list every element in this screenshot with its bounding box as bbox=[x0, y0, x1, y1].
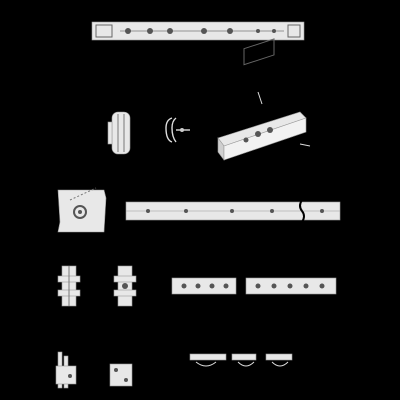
long-rail-with-break bbox=[125, 199, 341, 223]
rail-assembly-top bbox=[91, 21, 305, 41]
slider-front-left bbox=[57, 265, 81, 307]
slider-front-right bbox=[113, 265, 137, 307]
rail-isometric bbox=[217, 38, 311, 161]
carriage-strip-short bbox=[171, 277, 237, 295]
small-block bbox=[109, 363, 133, 387]
slider-side-view bbox=[107, 111, 131, 155]
bracket-profile bbox=[165, 117, 190, 143]
block-with-bolts bbox=[57, 187, 107, 233]
linked-segments bbox=[189, 353, 293, 367]
small-stack-left bbox=[55, 351, 77, 389]
carriage-strip-long bbox=[245, 277, 337, 295]
